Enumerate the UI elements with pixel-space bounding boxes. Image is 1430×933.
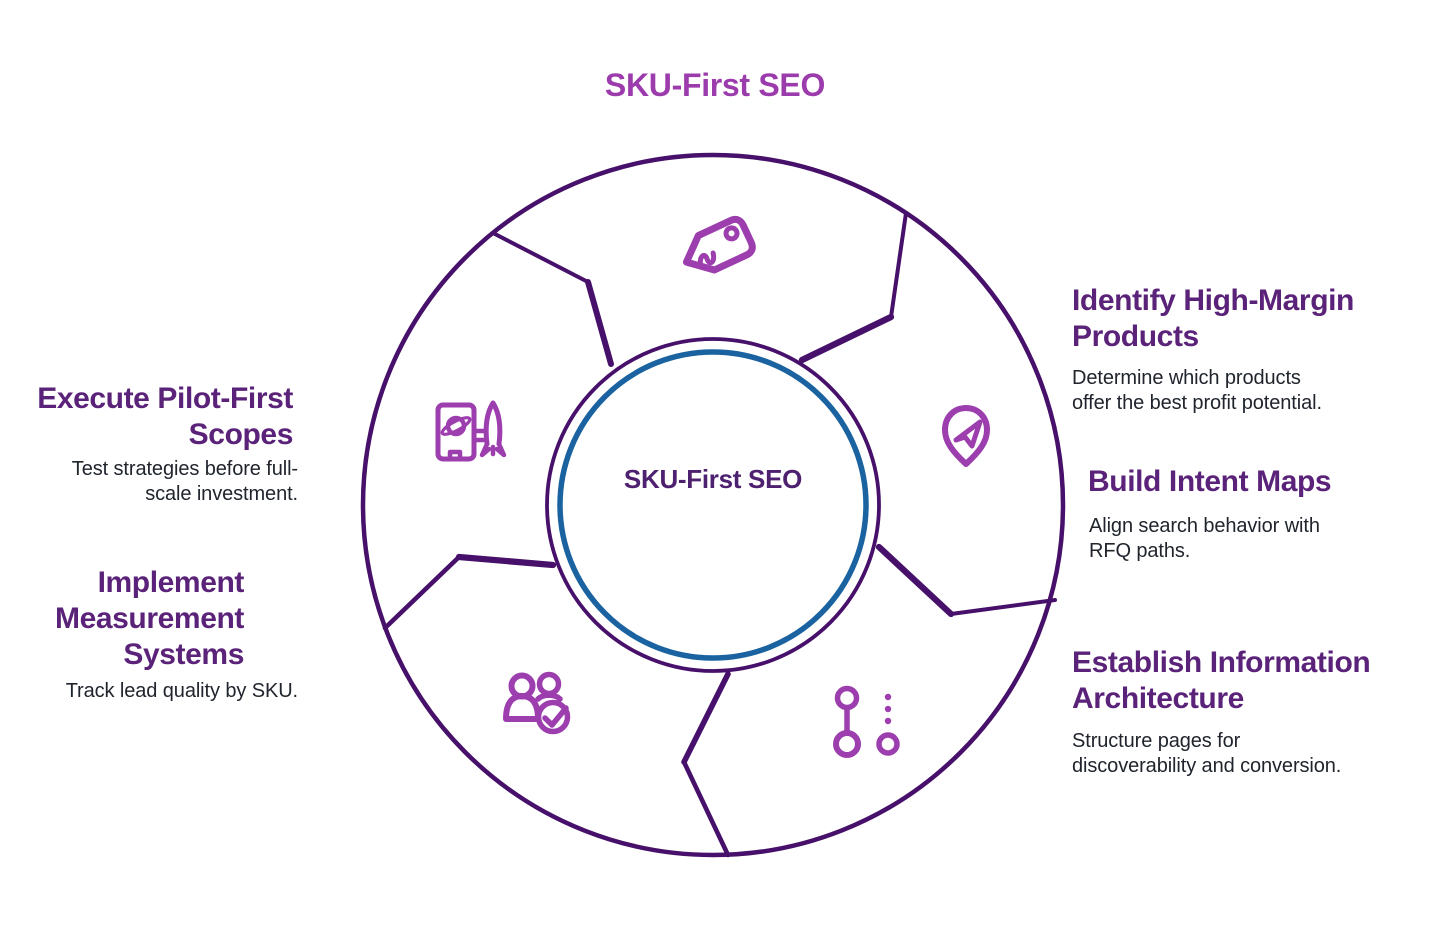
- segment-divider-5: [491, 231, 614, 367]
- callout-description-line: discoverability and conversion.: [1072, 755, 1342, 777]
- callout-title-line: Measurement: [54, 602, 244, 635]
- callout-title-execute-pilot-first-scopes: Execute Pilot-First Scopes: [37, 381, 293, 453]
- callout-description-line: Track lead quality by SKU.: [65, 680, 298, 702]
- wheel-blue-ring: [557, 349, 869, 661]
- callout-title-line: Architecture: [1072, 682, 1244, 715]
- callout-title-line: Systems: [123, 638, 244, 671]
- callout-title-line: Implement: [97, 566, 245, 599]
- callout-title-line: Execute Pilot-First: [37, 382, 293, 415]
- wheel-inner-ring: [545, 337, 881, 673]
- callout-description-identify-high-margin-products: Determine which products offer the best …: [1072, 366, 1322, 416]
- callout-title-line: Products: [1072, 320, 1199, 353]
- segment-icons: [435, 215, 990, 758]
- callout-title-line: Build Intent Maps: [1088, 465, 1332, 498]
- segment-dividers: [382, 211, 1057, 858]
- people-check-icon: [503, 671, 571, 735]
- price-tag-icon: [682, 215, 756, 274]
- segment-divider-2: [875, 543, 1057, 618]
- callout-title-implement-measurement-systems: Implement Measurement Systems: [55, 565, 244, 673]
- segment-divider-4: [382, 553, 557, 631]
- callout-description-build-intent-maps: Align search behavior with RFQ paths.: [1089, 514, 1320, 564]
- document-rocket-icon: [435, 400, 507, 462]
- callout-title-build-intent-maps: Build Intent Maps: [1088, 464, 1332, 500]
- callout-description-line: offer the best profit potential.: [1072, 392, 1322, 414]
- callout-description-establish-information-architecture: Structure pages for discoverability and …: [1072, 729, 1341, 779]
- callout-title-line: Establish Information: [1072, 646, 1371, 679]
- wheel-outer-circle: [360, 152, 1066, 858]
- wheel-center-label: SKU-First SEO: [623, 464, 803, 494]
- callout-title-line: Scopes: [188, 418, 294, 451]
- callout-description-implement-measurement-systems: Track lead quality by SKU.: [66, 679, 298, 704]
- callout-description-line: Structure pages for: [1072, 730, 1241, 752]
- process-wheel-svg: [360, 152, 1066, 858]
- callout-description-line: Test strategies before full-: [71, 458, 298, 480]
- callout-title-identify-high-margin-products: Identify High-Margin Products: [1072, 283, 1354, 355]
- callout-title-line: Identify High-Margin: [1072, 284, 1354, 317]
- callout-description-execute-pilot-first-scopes: Test strategies before full- scale inves…: [72, 457, 298, 507]
- callout-description-line: scale investment.: [145, 483, 298, 505]
- segment-divider-3: [681, 671, 731, 858]
- process-wheel: [355, 145, 1071, 861]
- callout-description-line: Align search behavior with: [1089, 515, 1320, 537]
- page-title: SKU-First SEO: [604, 67, 826, 103]
- flow-nodes-icon: [833, 685, 900, 758]
- callout-title-establish-information-architecture: Establish Information Architecture: [1072, 645, 1371, 717]
- callout-description-line: RFQ paths.: [1089, 540, 1191, 562]
- callout-description-line: Determine which products: [1072, 367, 1301, 389]
- segment-divider-1: [798, 211, 908, 364]
- location-send-icon: [942, 405, 990, 467]
